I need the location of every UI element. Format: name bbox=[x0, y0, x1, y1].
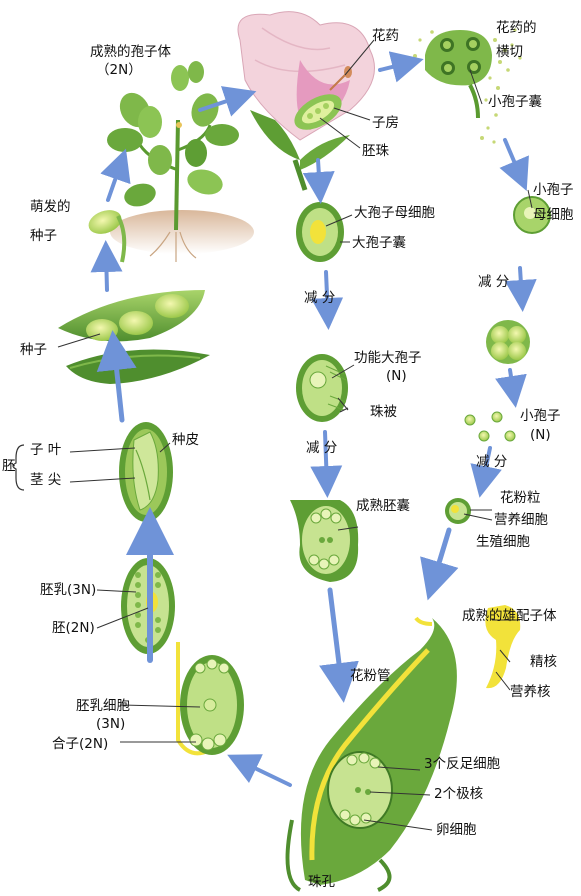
label-meiosis-functional-megaspore: 减 分 bbox=[306, 440, 338, 456]
label-polar-nuclei: 2个极核 bbox=[434, 786, 484, 802]
flower-illustration bbox=[237, 11, 375, 191]
label-pollen-tube: 花粉管 bbox=[350, 668, 391, 684]
label-meiosis-microspore: 减 分 bbox=[476, 454, 508, 470]
label-micropyle: 珠孔 bbox=[308, 874, 335, 890]
label-anther-section-line2: 横切 bbox=[496, 44, 523, 60]
label-anther: 花药 bbox=[372, 28, 399, 44]
label-integument: 珠被 bbox=[370, 404, 397, 420]
label-ovary: 子房 bbox=[372, 115, 399, 131]
label-endosperm: 胚乳(3N) bbox=[40, 582, 97, 598]
label-embryo-2n: 胚(2N) bbox=[52, 620, 95, 636]
label-antipodal-cells: 3个反足细胞 bbox=[424, 756, 501, 772]
label-anther-section-line1: 花药的 bbox=[496, 20, 537, 36]
functional-megaspore-illustration bbox=[296, 354, 348, 422]
label-microspore: 小孢子 bbox=[520, 408, 561, 424]
label-meiosis-megasporocyte: 减 分 bbox=[304, 290, 336, 306]
label-meiosis-microsporocyte: 减 分 bbox=[478, 274, 510, 290]
label-functional-megaspore: 功能大孢子 bbox=[354, 350, 422, 366]
label-seed-coat: 种皮 bbox=[172, 432, 199, 448]
label-microspore-ploidy: (N) bbox=[530, 427, 551, 443]
label-embryo: 胚 bbox=[2, 458, 16, 474]
label-egg-cell: 卵细胞 bbox=[436, 822, 477, 838]
label-generative-cell: 生殖细胞 bbox=[476, 534, 530, 550]
label-ovule: 胚珠 bbox=[362, 143, 389, 159]
bean-pod bbox=[58, 290, 210, 384]
pollen-grain bbox=[445, 498, 471, 524]
mature-seed-section bbox=[119, 422, 173, 522]
mature-male-gametophyte bbox=[485, 605, 521, 689]
label-mature-embryo-sac: 成熟胚囊 bbox=[356, 498, 410, 514]
label-microsporocyte-line1: 小孢子 bbox=[533, 182, 574, 198]
label-endosperm-cell-line1: 胚乳细胞 bbox=[76, 698, 130, 714]
label-sperm-nucleus: 精核 bbox=[530, 654, 557, 670]
label-endosperm-cell-line2: (3N) bbox=[96, 716, 126, 732]
ovule-with-pollen-tube bbox=[285, 616, 457, 892]
megasporocyte-illustration bbox=[296, 202, 344, 262]
label-vegetative-cell: 营养细胞 bbox=[494, 512, 548, 528]
anther-cross-section bbox=[413, 28, 522, 144]
microsporocyte-illustration bbox=[513, 196, 551, 234]
label-germinating-seed-line2: 种子 bbox=[30, 228, 57, 244]
embryo-brace bbox=[12, 444, 25, 491]
label-microsporocyte-line2: 母细胞 bbox=[533, 207, 574, 223]
leader-lines bbox=[57, 39, 533, 831]
mature-embryo-sac-illustration bbox=[290, 500, 359, 582]
label-mature-male-gametophyte: 成熟的雄配子体 bbox=[462, 608, 557, 624]
label-shoot-tip: 茎 尖 bbox=[30, 472, 62, 488]
label-zygote: 合子(2N) bbox=[52, 736, 109, 752]
mature-sporophyte-plant bbox=[107, 61, 254, 262]
label-mature-sporophyte: 成熟的孢子体 bbox=[90, 44, 171, 60]
cycle-arrows bbox=[90, 51, 537, 787]
fertilized-ovule bbox=[176, 642, 244, 756]
germinating-seed bbox=[88, 210, 127, 263]
label-megasporangium: 大孢子囊 bbox=[352, 235, 406, 251]
label-vegetative-nucleus: 营养核 bbox=[510, 684, 551, 700]
label-mature-sporophyte-ploidy: （2N） bbox=[96, 62, 142, 78]
label-cotyledon: 子 叶 bbox=[30, 442, 62, 458]
label-germinating-seed-line1: 萌发的 bbox=[30, 199, 71, 215]
label-microsporangium: 小孢子囊 bbox=[488, 94, 542, 110]
label-functional-megaspore-ploidy: (N) bbox=[386, 368, 407, 384]
label-pollen-grain: 花粉粒 bbox=[500, 490, 541, 506]
microspores bbox=[464, 411, 516, 442]
label-megasporocyte: 大孢子母细胞 bbox=[354, 205, 435, 221]
label-seed: 种子 bbox=[20, 342, 47, 358]
microspore-tetrad bbox=[486, 320, 530, 364]
